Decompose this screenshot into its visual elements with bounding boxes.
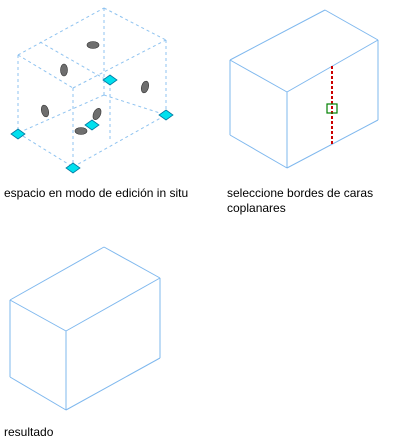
face-grips bbox=[40, 41, 150, 135]
edge bbox=[324, 9, 379, 41]
edge bbox=[39, 41, 111, 83]
edge bbox=[9, 299, 67, 332]
edge bbox=[65, 277, 161, 332]
edge bbox=[103, 7, 167, 41]
result-box bbox=[9, 246, 161, 411]
edge bbox=[229, 9, 326, 61]
edit-mode-box bbox=[17, 7, 167, 168]
edge bbox=[229, 59, 288, 93]
cyan-diamond-grip-icon[interactable] bbox=[158, 109, 174, 121]
gray-ellipse-grip-icon[interactable] bbox=[91, 107, 102, 121]
gray-ellipse-grip-icon[interactable] bbox=[60, 63, 68, 77]
cyan-diamond-grip-icon[interactable] bbox=[10, 128, 26, 140]
edge bbox=[9, 246, 105, 301]
edge bbox=[17, 54, 74, 89]
gray-ellipse-grip-icon[interactable] bbox=[40, 104, 50, 118]
caption-result: resultado bbox=[4, 425, 54, 439]
edge bbox=[103, 94, 167, 116]
cyan-diamond-grip-icon[interactable] bbox=[102, 74, 118, 86]
select-edges-box bbox=[229, 9, 379, 169]
green-square-pickbox-icon[interactable] bbox=[326, 103, 338, 114]
edge bbox=[9, 376, 67, 411]
edge bbox=[17, 94, 105, 134]
cyan-diamond-grip-icon[interactable] bbox=[65, 162, 81, 174]
gray-ellipse-grip-icon[interactable] bbox=[140, 80, 150, 94]
edge bbox=[65, 357, 161, 411]
caption-edit-mode: espacio en modo de edición in situ bbox=[4, 186, 189, 200]
vertex-grips bbox=[10, 74, 174, 174]
edge bbox=[72, 39, 167, 89]
caption-select-edges: seleccione bordes de caras coplanares bbox=[227, 186, 374, 215]
cyan-diamond-grip-icon[interactable] bbox=[84, 119, 100, 131]
gray-ellipse-grip-icon[interactable] bbox=[74, 127, 88, 135]
edge bbox=[229, 134, 288, 169]
edge bbox=[17, 7, 105, 56]
edge bbox=[72, 114, 167, 168]
gray-ellipse-grip-icon[interactable] bbox=[86, 41, 100, 49]
edge bbox=[17, 132, 74, 168]
edge bbox=[103, 246, 161, 279]
